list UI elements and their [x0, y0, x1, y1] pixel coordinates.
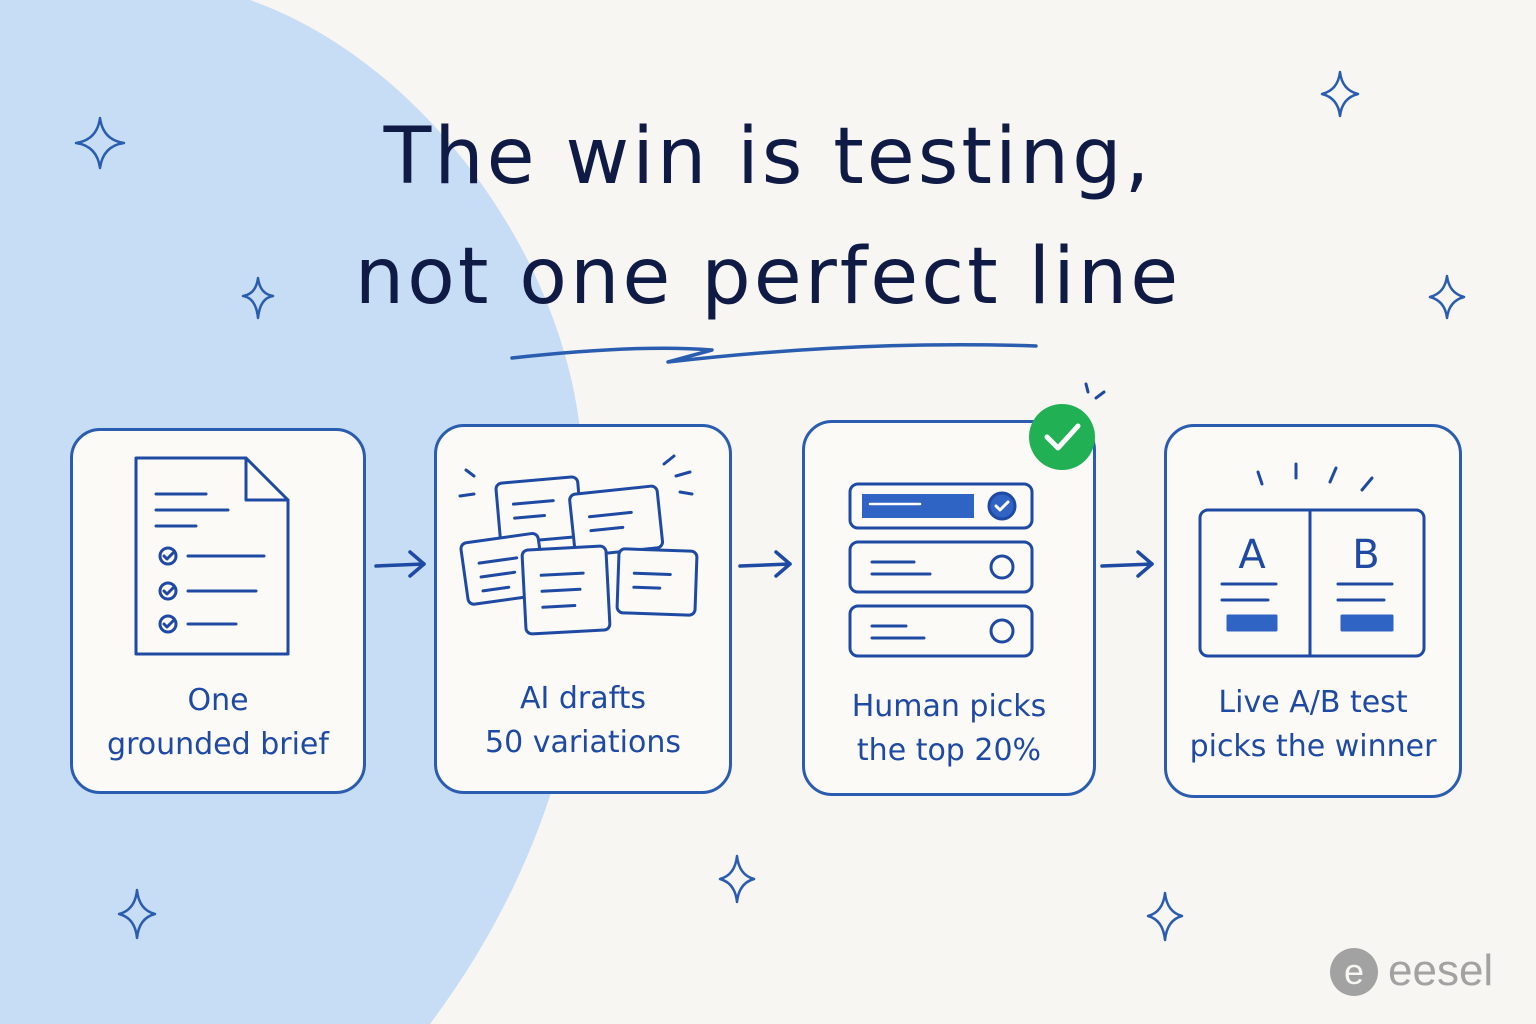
svg-text:e: e — [1344, 951, 1364, 992]
arrow-right-icon — [1100, 550, 1154, 578]
brand-name: eesel — [1388, 946, 1494, 995]
draft-cards-icon — [458, 454, 699, 636]
sparkle-icon — [117, 888, 157, 940]
ranked-list-icon — [848, 482, 1034, 658]
title-line-2: not one perfect line — [354, 232, 1182, 322]
step-card-brief: One grounded brief — [70, 428, 366, 794]
step-caption: AI drafts 50 variations — [485, 681, 681, 760]
step-card-human-picks: Human picks the top 20% — [802, 420, 1096, 796]
variant-a-label: A — [1238, 532, 1266, 578]
sparkle-icon — [74, 116, 126, 170]
step-card-ab-test: A B Live A/B test picks the winner — [1164, 424, 1462, 798]
sparkle-icon — [1146, 891, 1184, 942]
title-line-1: The win is testing, — [383, 112, 1153, 202]
sparkle-icon — [1428, 274, 1466, 320]
arrow-right-icon — [738, 550, 792, 578]
checklist-document-icon — [134, 456, 290, 656]
sparkle-icon — [241, 276, 275, 320]
step-caption: Live A/B test picks the winner — [1189, 685, 1437, 764]
ab-split-icon: A B — [1198, 462, 1426, 658]
step-caption: One grounded brief — [107, 683, 329, 762]
sparkle-icon — [1320, 70, 1360, 118]
eesel-logo-icon: e — [1330, 948, 1378, 996]
success-check-icon — [1029, 382, 1106, 470]
step-card-drafts: AI drafts 50 variations — [434, 424, 732, 794]
sparkle-icon — [718, 854, 756, 904]
variant-b-label: B — [1352, 532, 1379, 578]
arrow-right-icon — [374, 550, 426, 578]
step-caption: Human picks the top 20% — [851, 689, 1047, 768]
